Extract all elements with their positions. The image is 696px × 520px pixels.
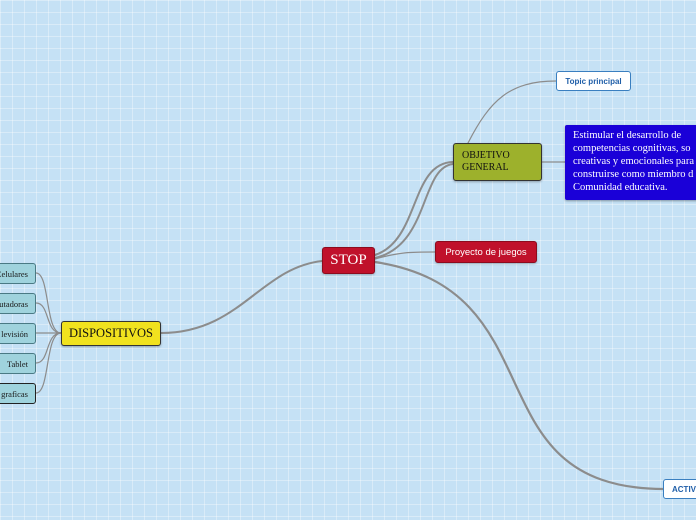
leaf-label: levisión [1, 328, 28, 339]
link-dispositivos-leaf-1 [35, 272, 62, 334]
link-dispositivos-leaf-5 [35, 332, 62, 394]
leaf-celulares[interactable]: Celulares [0, 263, 36, 284]
topic-principal-label: Topic principal [565, 76, 622, 86]
leaf-label: grafìcas [1, 388, 28, 399]
objetivo-label-line1: OBJETIVO [462, 150, 510, 161]
link-stop-objetivo-a [374, 161, 454, 256]
link-stop-proyecto [374, 251, 436, 260]
activ-label: ACTIV [672, 484, 696, 494]
central-topic-stop[interactable]: STOP [322, 247, 375, 274]
link-stop-dispositivos [160, 260, 323, 334]
leaf-label: utadoras [0, 298, 28, 309]
objetivo-label: OBJETIVO GENERAL [462, 150, 510, 174]
leaf-label: Tablet [6, 358, 28, 369]
link-dispositivos-leaf-2 [35, 302, 62, 334]
leaf-computadoras[interactable]: utadoras [0, 293, 36, 314]
leaf-label: Celulares [0, 268, 28, 279]
subtopic-topic-principal[interactable]: Topic principal [556, 71, 631, 91]
central-topic-label: STOP [330, 252, 367, 268]
main-topic-objetivo-general[interactable]: OBJETIVO GENERAL [453, 143, 542, 181]
leaf-tablet[interactable]: Tablet [0, 353, 36, 374]
leaf-graficas[interactable]: grafìcas [0, 383, 36, 404]
estimular-text: Estimular el desarrollo de competencias … [573, 130, 694, 193]
link-objetivo-topic [467, 80, 557, 144]
link-stop-objetivo-b [374, 163, 454, 259]
link-stop-activ [373, 260, 665, 491]
leaf-television[interactable]: levisión [0, 323, 36, 344]
objetivo-label-line2: GENERAL [462, 162, 509, 173]
main-topic-proyecto-de-juegos[interactable]: Proyecto de juegos [435, 241, 537, 263]
main-topic-dispositivos[interactable]: DISPOSITIVOS [61, 321, 161, 346]
subtopic-estimular[interactable]: Estimular el desarrollo de competencias … [565, 125, 696, 200]
dispositivos-label: DISPOSITIVOS [68, 326, 154, 340]
proyecto-label: Proyecto de juegos [445, 246, 527, 258]
main-topic-activ[interactable]: ACTIV [663, 479, 696, 499]
